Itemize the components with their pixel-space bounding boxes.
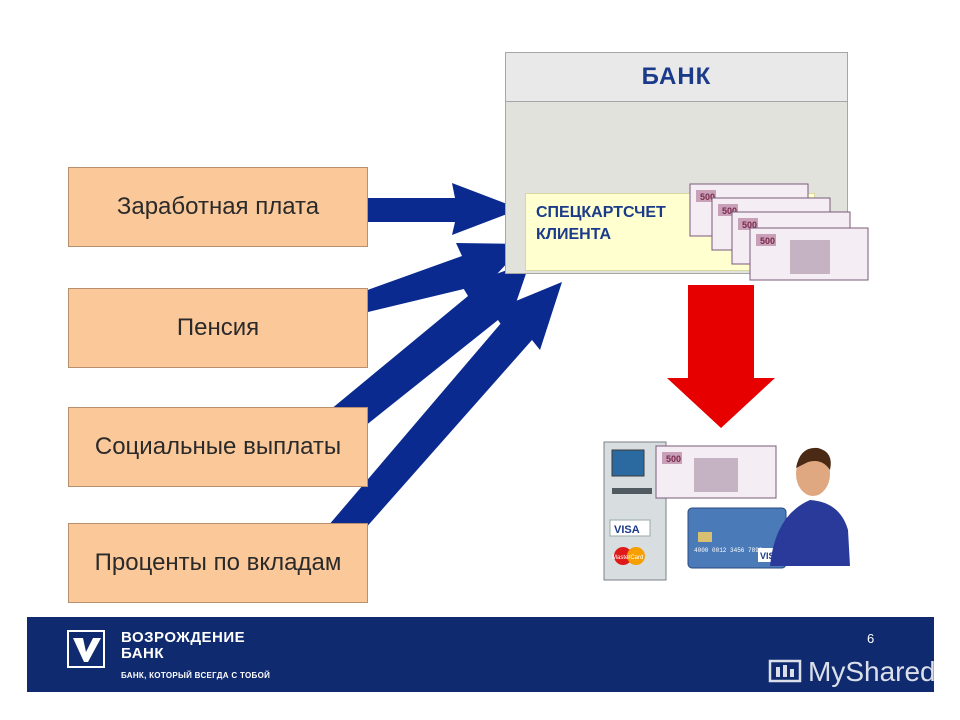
arrow-salary [368, 183, 520, 235]
svg-text:MasterCard: MasterCard [612, 555, 643, 561]
svg-text:VISA: VISA [614, 524, 640, 536]
brand-slogan: БАНК, КОТОРЫЙ ВСЕГДА С ТОБОЙ [121, 671, 271, 680]
source-social-payments: Социальные выплаты [68, 407, 368, 487]
bank-logo-icon [67, 630, 105, 668]
page-number: 6 [867, 631, 875, 646]
source-pension: Пенсия [68, 288, 368, 368]
source-social-label: Социальные выплаты [94, 433, 342, 460]
watermark: MyShared [768, 656, 936, 688]
arrow-social [330, 262, 530, 438]
arrow-interest [328, 282, 562, 548]
person-illustration [770, 447, 850, 566]
svg-text:500: 500 [742, 220, 757, 230]
account-line1: СПЕЦКАРТСЧЕТ [536, 204, 666, 221]
source-salary-label: Заработная плата [116, 193, 320, 220]
svg-text:VISA: VISA [760, 551, 782, 561]
svg-text:500: 500 [760, 236, 775, 246]
source-deposit-interest: Проценты по вкладам [68, 523, 368, 603]
brand-name-line2: БАНК [121, 645, 165, 662]
account-line2: КЛИЕНТА [536, 226, 612, 243]
source-pension-label: Пенсия [176, 314, 260, 341]
svg-text:4000 0012 3456 7899: 4000 0012 3456 7899 [694, 547, 763, 554]
banknote-atm: 500 [655, 445, 777, 499]
arrow-down-red [667, 285, 775, 428]
svg-text:500: 500 [666, 454, 681, 464]
bank-title: БАНК [506, 53, 847, 102]
banknote-stack: 500 500 500 500 [689, 183, 869, 281]
watermark-text: MyShared [808, 656, 936, 687]
brand-name-line1: ВОЗРОЖДЕНИЕ [121, 629, 246, 646]
arrow-pension [362, 243, 525, 312]
footer-bar: ВОЗРОЖДЕНИЕ БАНК БАНК, КОТОРЫЙ ВСЕГДА С … [27, 617, 934, 692]
svg-text:500: 500 [700, 192, 715, 202]
svg-text:500: 500 [722, 206, 737, 216]
source-salary: Заработная плата [68, 167, 368, 247]
source-interest-label: Проценты по вкладам [94, 549, 342, 576]
presentation-icon [768, 659, 802, 683]
banknote: 500 [749, 227, 869, 281]
